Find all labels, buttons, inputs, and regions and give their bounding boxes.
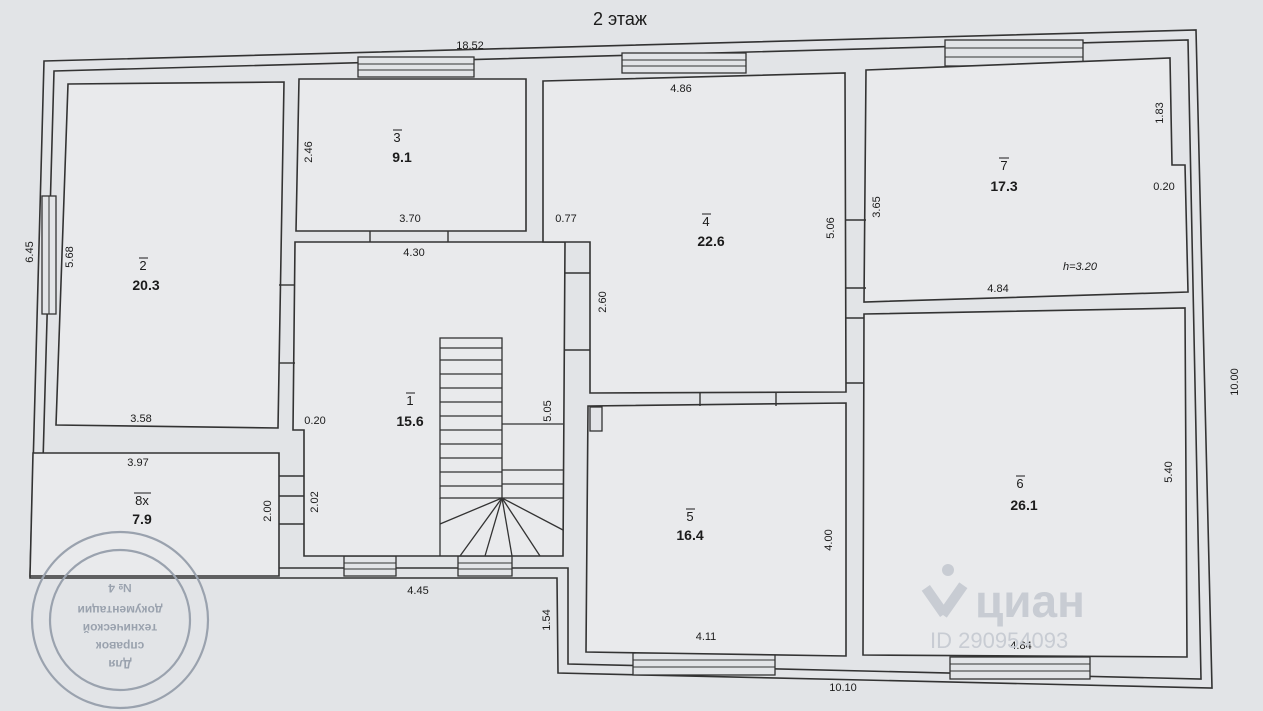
dim-r7-width: 4.84 [987, 283, 1008, 295]
room-5 [585, 402, 847, 657]
dim-r4-offset: 0.77 [555, 213, 576, 225]
stamp-line1: Для [108, 657, 131, 671]
dimension-labels: 18.52 10.10 10.00 6.45 1.54 5.68 3.58 2.… [24, 40, 1241, 694]
window-room3 [357, 56, 475, 78]
dim-r7-notch: 1.83 [1154, 102, 1166, 123]
dim-r6-height: 5.40 [1163, 461, 1175, 482]
window-room1-a [343, 555, 397, 577]
dim-r2-width: 3.58 [130, 413, 151, 425]
room-7 [863, 57, 1189, 303]
dim-r7-wall: 0.20 [1153, 181, 1174, 193]
stamp-line5: № 4 [108, 581, 132, 595]
stamp-line2: справок [95, 639, 144, 653]
cian-logo-icon [921, 564, 968, 618]
dim-r2-height: 5.68 [64, 246, 76, 267]
dim-r1-side: 2.02 [309, 491, 321, 512]
window-room6 [949, 656, 1091, 680]
room-3-number: 3 [393, 130, 400, 145]
floor-title: 2 этаж [593, 9, 647, 29]
room-4 [542, 72, 847, 394]
dim-bottom-total: 10.10 [829, 682, 857, 694]
dim-r1-height: 5.05 [542, 400, 554, 421]
room-4-number: 4 [702, 214, 709, 229]
window-room4 [621, 52, 747, 74]
room-8-area: 7.9 [132, 511, 152, 527]
room-1-number: 1 [406, 393, 413, 408]
room-3-area: 9.1 [392, 149, 412, 165]
watermark: циан ID 290954093 [921, 564, 1085, 653]
dim-r5-height: 4.00 [823, 529, 835, 550]
room-6-number: 6 [1016, 476, 1023, 491]
room-5-number: 5 [686, 509, 693, 524]
room-4-area: 22.6 [697, 233, 724, 249]
staircase [439, 337, 564, 557]
window-room1-b [457, 555, 513, 577]
dim-step: 1.54 [541, 609, 553, 630]
dim-r1-width-top: 4.30 [403, 247, 424, 259]
dim-r4-height: 5.06 [825, 217, 837, 238]
watermark-id: ID 290954093 [930, 628, 1068, 653]
stamp-line3: технической [83, 621, 157, 635]
room-2-area: 20.3 [132, 277, 159, 293]
room-1 [292, 241, 566, 557]
room-7-area: 17.3 [990, 178, 1017, 194]
room-3 [295, 78, 527, 232]
dim-r4-width: 4.86 [670, 83, 691, 95]
dim-r7-height: 3.65 [871, 196, 883, 217]
watermark-brand: циан [975, 575, 1085, 627]
dim-r1-bottom: 4.45 [407, 585, 428, 597]
dim-r8-width: 3.97 [127, 457, 148, 469]
stamp-line4: документации [78, 603, 163, 617]
room-2 [55, 81, 285, 429]
ceiling-height: h=3.20 [1063, 261, 1098, 273]
dim-left-total: 6.45 [24, 241, 36, 262]
dim-r5-width: 4.11 [696, 631, 717, 643]
room-1-area: 15.6 [396, 413, 423, 429]
room-2-number: 2 [139, 258, 146, 273]
room-8 [29, 452, 280, 577]
door-openings [279, 219, 866, 525]
dim-r8-height: 2.00 [262, 500, 274, 521]
outer-wall [29, 29, 1213, 689]
room-6-area: 26.1 [1010, 497, 1037, 513]
window-room5 [632, 652, 776, 676]
room-8-number: 8х [135, 493, 149, 508]
dim-right-total: 10.00 [1229, 368, 1241, 396]
dim-r1-wall: 0.20 [304, 415, 325, 427]
stamp: Для справок технической документации № 4 [30, 530, 210, 710]
dim-r6-width: 4.84 [1010, 640, 1031, 652]
room-labels: 2 20.3 3 9.1 1 15.6 8х 7.9 4 22.6 7 17.3… [132, 130, 1098, 543]
dim-r4-lower: 2.60 [597, 291, 609, 312]
room-7-number: 7 [1000, 158, 1007, 173]
dim-r3-height: 2.46 [303, 141, 315, 162]
dim-r3-width: 3.70 [399, 213, 420, 225]
room-5-area: 16.4 [676, 527, 703, 543]
dim-top-total: 18.52 [456, 40, 484, 52]
